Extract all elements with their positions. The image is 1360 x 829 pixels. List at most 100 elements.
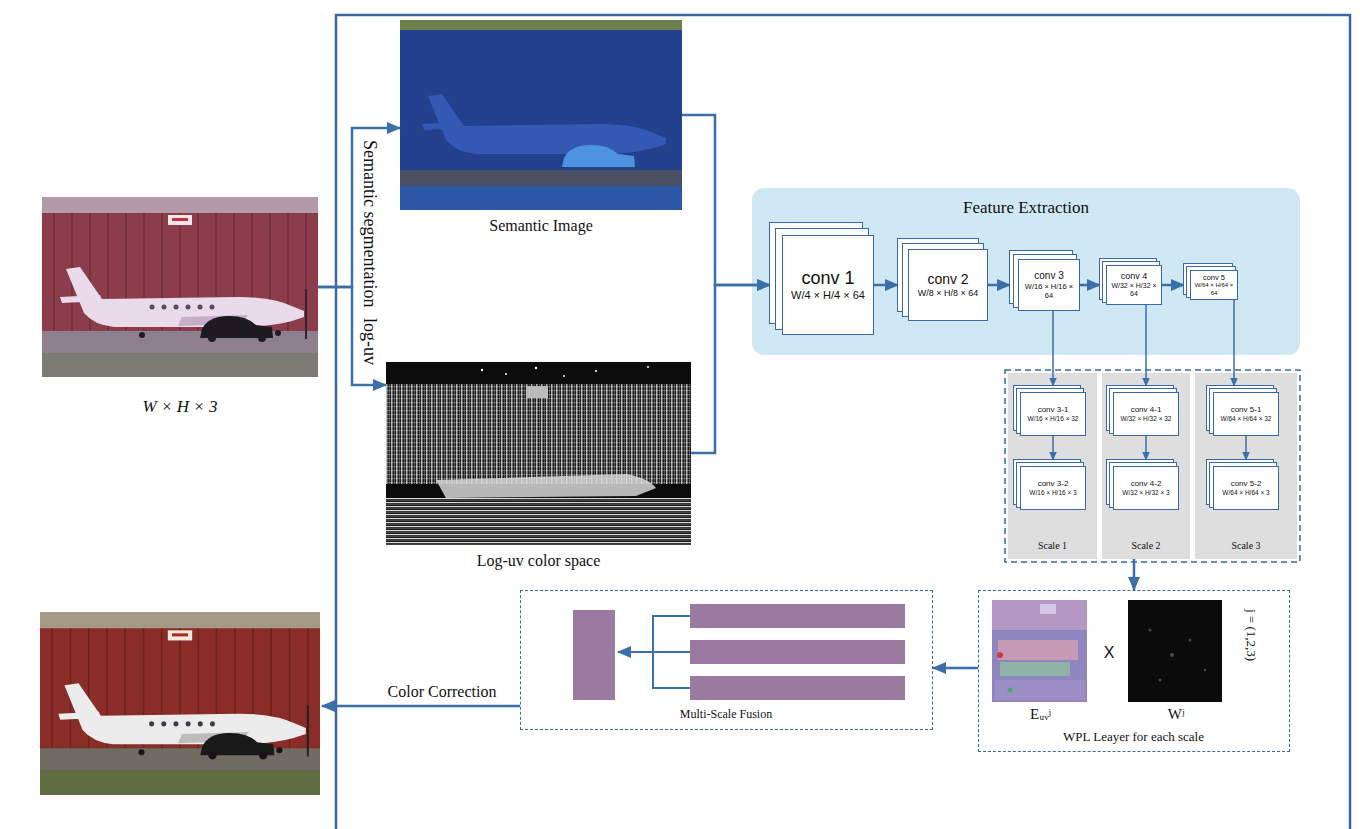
scale-ground [1008, 373, 1097, 559]
layer-size: W/64 × H/64 × 3 [1222, 489, 1269, 497]
layer-name: conv 4 [1121, 271, 1148, 282]
map-region [998, 640, 1078, 660]
weight-spots [1149, 629, 1207, 682]
plane [58, 683, 306, 744]
arrow-connector [1162, 284, 1184, 287]
input-photo [42, 197, 318, 377]
connector-group [318, 115, 1246, 668]
grass [40, 771, 320, 795]
scales-frame [1005, 370, 1300, 562]
sign-mark [172, 218, 188, 221]
noise-dots [481, 366, 649, 377]
conv-layer: conv 3-2W/16 × H/16 × 3 [1020, 466, 1086, 510]
plane-highlight [436, 474, 656, 498]
layer-name: conv 3-2 [1038, 479, 1069, 489]
layer-name: conv 4-2 [1131, 479, 1162, 489]
conv-layer: conv 5-2W/64 × H/64 × 3 [1213, 466, 1279, 510]
correction-arrow [322, 705, 520, 708]
arrow-connector [1080, 284, 1100, 287]
sky [40, 612, 320, 628]
wheels [139, 330, 281, 342]
feature-panel-ground [752, 188, 1300, 355]
plane-segment [422, 94, 666, 154]
scale-ground [1195, 373, 1297, 559]
semantic-image: Semantic Image [400, 20, 682, 242]
hangar-wall [42, 197, 318, 377]
scale-column: Scale 3conv 5-1W/64 × H/64 × 32conv 5-2W… [1195, 373, 1297, 559]
car-region [562, 145, 635, 167]
map-region [992, 600, 1087, 630]
multi-scale-fusion-box: Multi-Scale Fusion [520, 590, 933, 730]
wheels [138, 747, 282, 759]
sky-segment [400, 20, 682, 30]
propeller [307, 706, 309, 757]
layer-name: conv 3-1 [1038, 405, 1069, 415]
map-spot [1008, 688, 1013, 693]
edge-label: Semantic segmentation [358, 140, 380, 307]
layer-size: W/32 × H/32 × 3 [1122, 489, 1169, 497]
hangar-wall [40, 612, 320, 795]
layer-size: W/64 × H/64 × 64 [1194, 282, 1234, 296]
sign-highlight [526, 386, 548, 398]
box-caption: Multi-Scale Fusion [521, 707, 931, 721]
layer-size: W/16 × H/16 × 3 [1029, 489, 1076, 497]
map-region [1040, 604, 1056, 614]
conv-layer: conv 2W/8 × H/8 × 64 [908, 249, 988, 321]
weight-map [1128, 600, 1222, 702]
car-segment [562, 145, 635, 167]
tarmac-segment [400, 170, 682, 186]
layer-size: W/16 × H/16 × 32 [1028, 415, 1079, 423]
plane-windows [150, 305, 215, 310]
dark-ground [386, 362, 691, 545]
map-region [1000, 662, 1070, 676]
scale-ground [1102, 373, 1190, 559]
map-symbol: Wʲ [1127, 705, 1225, 723]
plane [60, 267, 304, 327]
arrow-connector [691, 285, 770, 453]
conv-layer: conv 5-1W/64 × H/64 × 32 [1213, 392, 1279, 436]
layer-size: W/8 × H/8 × 64 [918, 288, 979, 299]
fused-bar [573, 610, 615, 700]
step-label: Color Correction [372, 682, 512, 701]
grass [42, 353, 318, 377]
layer-name: conv 4-1 [1131, 405, 1162, 415]
plane-windows [149, 721, 215, 726]
layer-name: conv 2 [927, 271, 968, 288]
ground-texture [386, 498, 691, 545]
conv-layer: conv 1W/4 × H/4 × 64 [782, 235, 874, 335]
arrow-connector [1133, 559, 1136, 590]
arrow-connector [874, 284, 898, 287]
scale-label: Scale 3 [1195, 540, 1297, 552]
arrow-connector [1245, 436, 1247, 460]
layer-name: conv 3 [1034, 270, 1063, 282]
layer-size: W/64 × H/64 × 32 [1221, 415, 1272, 423]
map-ground [1128, 600, 1222, 702]
arrow-connector [1233, 300, 1235, 386]
conv-layer: conv 4-1W/32 × H/32 × 32 [1113, 392, 1179, 436]
map-ground [992, 600, 1087, 702]
arrow-connector [1052, 436, 1054, 460]
image-size: W × H × 3 [42, 397, 318, 417]
arrow-connector [682, 115, 770, 285]
wpl-layer-box: EᵤᵥʲXWʲj = (1,2,3)WPL Leayer for each sc… [978, 590, 1290, 752]
map-symbol: Eᵤᵥʲ [991, 705, 1090, 723]
scale-column: Scale 1conv 3-1W/16 × H/16 × 32conv 3-2W… [1008, 373, 1097, 559]
fusion-bars [573, 604, 905, 700]
index-range: j = (1,2,3) [1243, 609, 1259, 661]
image-caption: Semantic Image [400, 216, 682, 235]
scale-label: Scale 2 [1102, 540, 1190, 552]
fusion-arrow [618, 651, 690, 653]
conv-layer: conv 3W/16 × H/16 × 64 [1018, 259, 1080, 311]
conv-layer: conv 4W/32 × H/32 × 64 [1106, 265, 1162, 305]
panel-title: Feature Extraction [752, 198, 1300, 218]
layer-name: conv 5-2 [1231, 479, 1262, 489]
arrow-connector [1145, 305, 1147, 386]
layer-size: W/4 × H/4 × 64 [791, 289, 865, 302]
layer-size: W/16 × H/16 × 64 [1022, 282, 1076, 300]
arrow-connector [988, 284, 1010, 287]
scale-bar [690, 604, 905, 628]
sign [168, 215, 192, 225]
scale-bar [690, 640, 905, 664]
